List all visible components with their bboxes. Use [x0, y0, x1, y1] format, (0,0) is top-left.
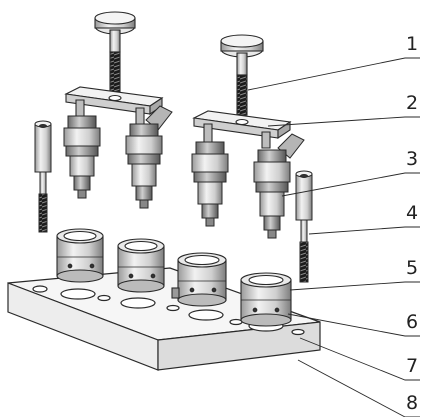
clamp-bracket-left — [64, 86, 164, 125]
leader-line-4 — [308, 226, 420, 235]
leader-line-3 — [281, 172, 420, 197]
callout-4: 4 — [406, 202, 419, 224]
injector-4 — [253, 133, 305, 239]
thumb-screw-left — [94, 11, 136, 93]
block-hole — [188, 309, 224, 321]
injector-1 — [63, 115, 101, 199]
callout-2: 2 — [406, 92, 419, 114]
callout-7: 7 — [406, 355, 419, 377]
leader-line-8 — [297, 359, 420, 417]
block-hole — [97, 294, 111, 302]
sleeve-2 — [117, 238, 165, 293]
block-hole — [120, 297, 156, 309]
sleeve-3 — [171, 252, 227, 307]
thumb-screw-right — [220, 34, 264, 116]
leader-line-5 — [289, 281, 420, 291]
leader-lines — [247, 57, 420, 417]
leader-line-7 — [299, 337, 420, 381]
guide-pin-left — [34, 120, 52, 233]
block-hole — [60, 288, 96, 300]
sleeve-4 — [240, 272, 292, 327]
leader-line-6 — [287, 313, 420, 337]
callout-1: 1 — [406, 33, 419, 55]
leader-line-2 — [267, 116, 420, 127]
block-hole — [229, 318, 243, 326]
block-hole — [291, 328, 305, 336]
callout-3: 3 — [406, 148, 419, 170]
injector-3 — [191, 141, 229, 227]
callout-5: 5 — [406, 257, 419, 279]
injector-2 — [125, 105, 173, 209]
callout-6: 6 — [406, 311, 419, 333]
clamp-bracket-right — [192, 110, 292, 149]
block-hole — [166, 304, 180, 312]
block-hole — [32, 285, 48, 293]
guide-pin-right — [295, 170, 313, 283]
callout-8: 8 — [406, 392, 419, 414]
leader-line-1 — [247, 57, 420, 91]
sleeve-1 — [56, 228, 104, 283]
